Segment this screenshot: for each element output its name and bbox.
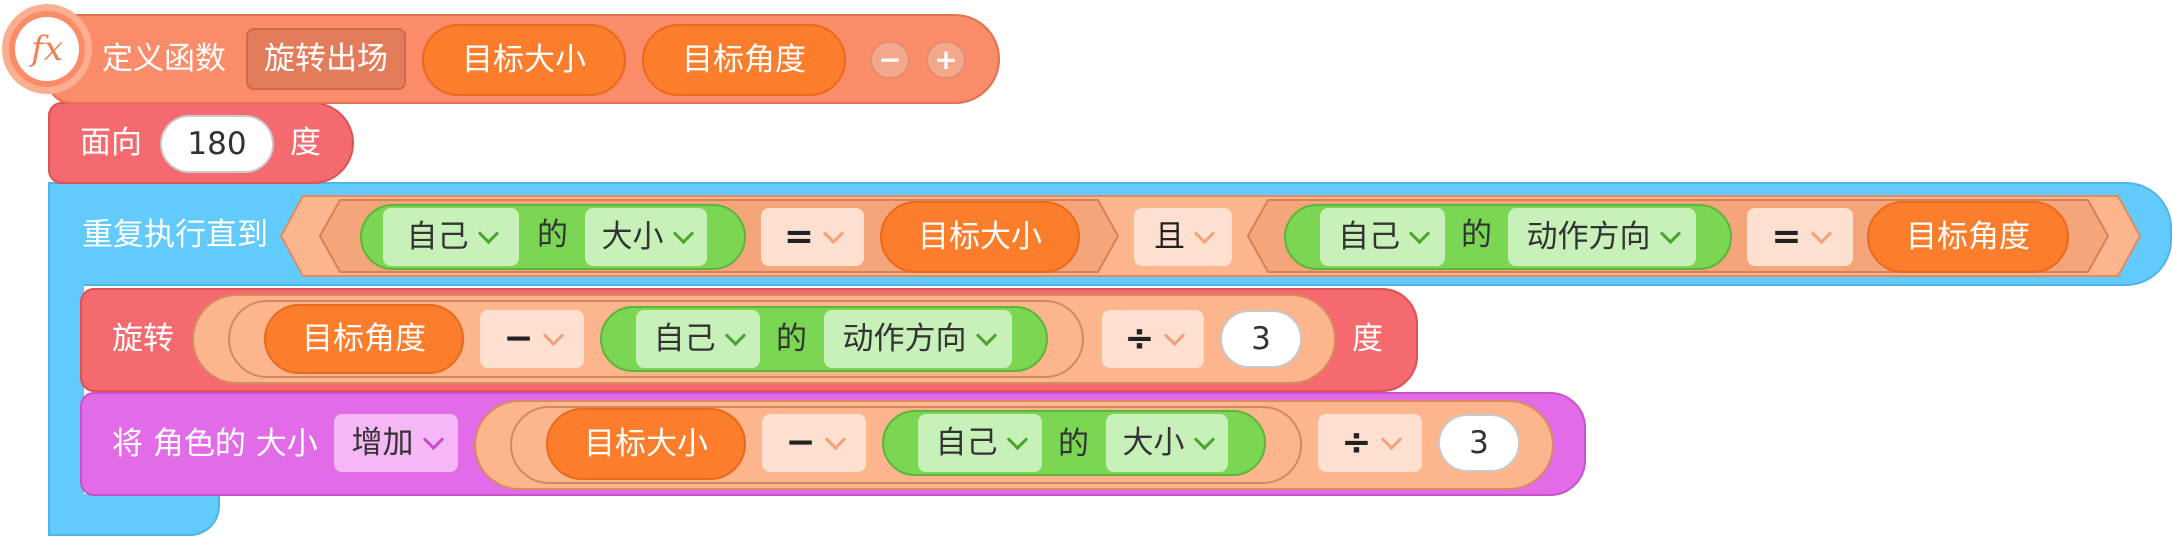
rotate-of-label: 的: [776, 321, 807, 357]
chevron-down-icon: [1006, 428, 1028, 450]
face-direction-unit-label: 度: [290, 125, 321, 161]
chevron-down-icon: [724, 324, 746, 346]
and-operator-dropdown[interactable]: 且: [1134, 208, 1232, 266]
change-size-divide-operator-dropdown[interactable]: ÷: [1318, 414, 1422, 472]
chevron-down-icon: [1193, 428, 1215, 450]
function-name-field[interactable]: 旋转出场: [246, 28, 406, 90]
repeat-until-label: 重复执行直到: [82, 217, 268, 253]
rotate-divide-operator-dropdown[interactable]: ÷: [1102, 310, 1204, 368]
fx-glyph: fx: [31, 29, 63, 69]
condition-2-of-label: 的: [1461, 217, 1492, 253]
function-param-2[interactable]: 目标角度: [642, 24, 846, 96]
chevron-down-icon: [1380, 428, 1402, 450]
chevron-down-icon: [477, 222, 499, 244]
change-size-mode-dropdown[interactable]: 增加: [334, 414, 458, 472]
chevron-down-icon: [422, 428, 444, 450]
function-icon: fx: [2, 4, 92, 94]
chevron-down-icon: [975, 324, 997, 346]
chevron-down-icon: [1193, 222, 1216, 244]
repeat-until-foot: [48, 494, 220, 536]
change-size-of-label: 的: [1058, 426, 1089, 462]
condition-2-operator-dropdown[interactable]: =: [1747, 208, 1853, 266]
chevron-down-icon: [542, 324, 564, 346]
condition-2-object-dropdown[interactable]: 自己: [1320, 208, 1445, 266]
change-size-label: 将 角色的 大小: [112, 426, 318, 462]
rotate-divisor-input[interactable]: 3: [1220, 310, 1302, 368]
function-param-1[interactable]: 目标大小: [422, 24, 626, 96]
condition-1-operator-dropdown[interactable]: =: [761, 208, 864, 266]
change-size-subtract-operator-dropdown[interactable]: −: [762, 414, 866, 472]
rotate-param-target-angle[interactable]: 目标角度: [264, 304, 464, 374]
rotate-unit-label: 度: [1352, 321, 1383, 357]
face-direction-label: 面向: [80, 125, 142, 161]
rotate-property-dropdown[interactable]: 动作方向: [824, 310, 1012, 368]
change-size-param-target-size[interactable]: 目标大小: [546, 408, 746, 480]
condition-2-target-param[interactable]: 目标角度: [1867, 201, 2069, 273]
condition-1-property-dropdown[interactable]: 大小: [585, 208, 707, 266]
chevron-down-icon: [1810, 222, 1832, 244]
change-size-divisor-input[interactable]: 3: [1438, 414, 1520, 472]
minus-icon: −: [878, 43, 902, 76]
change-size-property-dropdown[interactable]: 大小: [1106, 414, 1228, 472]
chevron-down-icon: [1408, 222, 1431, 244]
chevron-down-icon: [822, 222, 845, 244]
condition-2-property-dropdown[interactable]: 动作方向: [1508, 208, 1696, 266]
face-direction-input[interactable]: 180: [160, 115, 274, 173]
chevron-down-icon: [824, 428, 846, 450]
repeat-until-arm: [48, 280, 84, 494]
chevron-down-icon: [1659, 222, 1681, 244]
chevron-down-icon: [1163, 324, 1185, 346]
rotate-object-dropdown[interactable]: 自己: [636, 310, 760, 368]
change-size-object-dropdown[interactable]: 自己: [918, 414, 1042, 472]
condition-1-of-label: 的: [537, 217, 568, 253]
chevron-down-icon: [672, 222, 694, 244]
condition-1-target-param[interactable]: 目标大小: [880, 201, 1080, 273]
add-param-button[interactable]: +: [926, 41, 966, 79]
condition-1-object-dropdown[interactable]: 自己: [383, 208, 519, 266]
rotate-subtract-operator-dropdown[interactable]: −: [480, 310, 584, 368]
define-function-label: 定义函数: [102, 41, 226, 77]
rotate-label: 旋转: [112, 321, 174, 357]
plus-icon: +: [934, 43, 958, 76]
remove-param-button[interactable]: −: [870, 41, 910, 79]
